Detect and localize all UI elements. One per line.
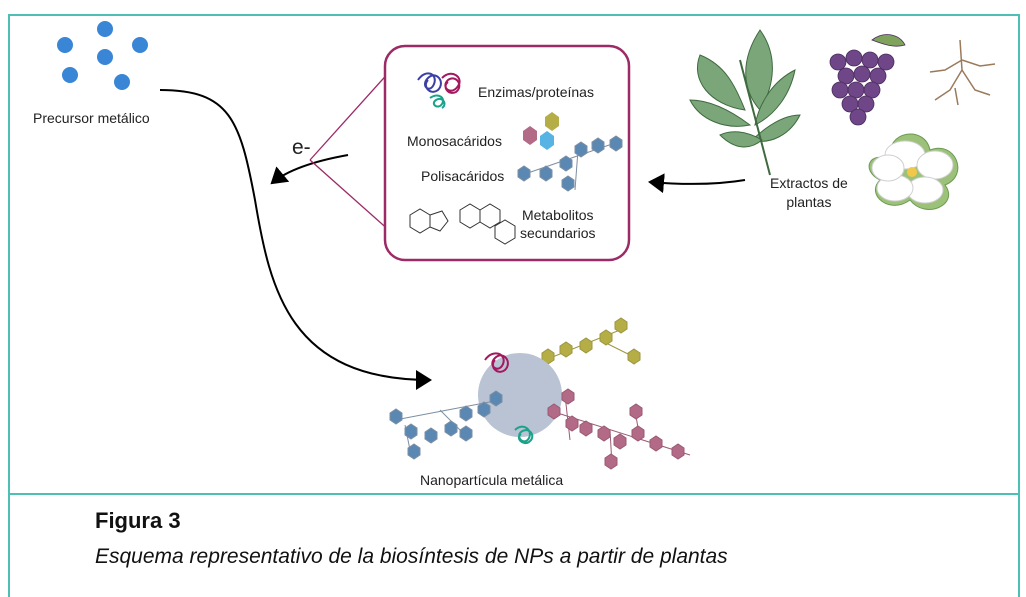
- olive-hexagon-icon: [545, 112, 559, 131]
- roots-icon: [929, 39, 996, 106]
- caption-frame: [8, 493, 1020, 597]
- grapes-icon: [829, 34, 906, 126]
- nanoparticle-icon: [389, 317, 691, 470]
- nanoparticle-label: Nanopartícula metálica: [420, 472, 564, 488]
- enzyme-tangle-icon: [417, 72, 461, 109]
- cyan-hexagon-icon: [540, 131, 554, 150]
- figure-number: Figura 3: [95, 508, 181, 533]
- polysaccharides-label: Polisacáridos: [421, 168, 505, 184]
- polysaccharide-chain-icon: [517, 135, 623, 192]
- electron-label: e-: [292, 136, 311, 159]
- components-box: [383, 44, 631, 262]
- precursor-label: Precursor metálico: [33, 110, 150, 126]
- leaves-icon: [689, 29, 801, 176]
- electron-arrow: [270, 154, 349, 185]
- metabolites-label: Metabolitos secundarios: [520, 207, 596, 241]
- monosaccharides-label: Monosacáridos: [407, 133, 502, 149]
- figure-caption: Esquema representativo de la biosíntesis…: [95, 545, 728, 568]
- precursor-to-nanoparticle-arrow: [159, 89, 432, 390]
- extracts-arrow: [648, 173, 746, 194]
- metabolite-structures-icon: [409, 203, 516, 245]
- enzymes-label: Enzimas/proteínas: [478, 84, 594, 100]
- flower-icon: [868, 133, 959, 210]
- extracts-label: Extractos de plantas: [770, 175, 848, 210]
- pink-hexagon-icon: [523, 126, 537, 145]
- precursor-dots: [57, 21, 148, 90]
